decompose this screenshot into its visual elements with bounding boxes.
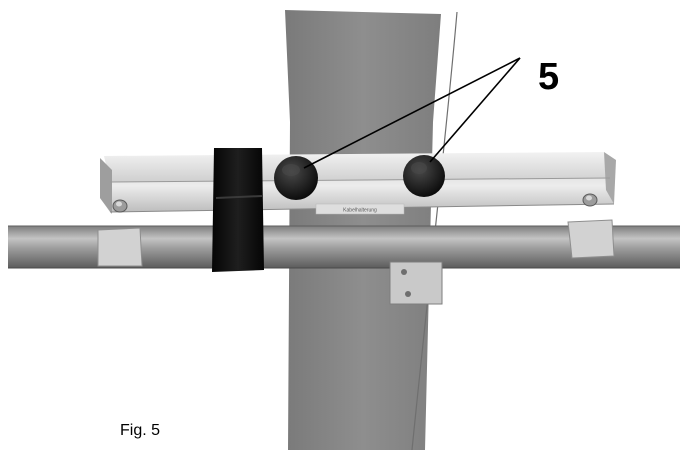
svg-text:Kabelhalterung: Kabelhalterung	[343, 208, 377, 214]
mast-wire	[411, 11, 458, 450]
figure-caption: Fig. 5	[120, 422, 161, 439]
cable-gland-left	[274, 156, 318, 200]
velcro-strap	[212, 148, 264, 272]
angle-bracket-top-flange	[104, 152, 610, 182]
leader-line-right	[429, 57, 521, 163]
mast-clamp	[389, 261, 443, 305]
leader-line-left	[303, 57, 521, 169]
pipe-clamp-left	[97, 227, 143, 267]
cable-gland-right	[403, 155, 445, 197]
callout-number-5: 5	[538, 56, 560, 98]
pipe-clamp-right	[567, 219, 615, 259]
angle-bracket-left-end	[100, 158, 112, 214]
bracket-label	[315, 203, 405, 215]
